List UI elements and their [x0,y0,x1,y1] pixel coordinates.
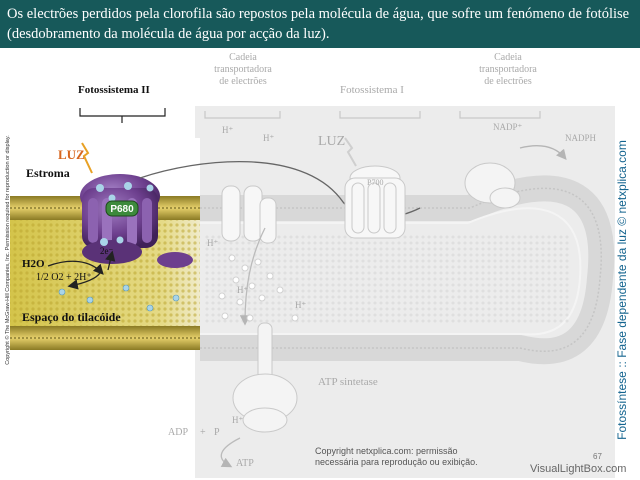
h2o-label: H2O [22,258,45,270]
oxygen-protons-label: 1/2 O2 + 2H⁺ [36,272,92,283]
hplus-label-1: H⁺ [222,125,234,135]
watermark: VisualLightBox.com [530,463,627,475]
estroma-label: Estroma [26,166,70,180]
ferredoxin-reductase-faded [464,162,521,209]
caption-text: Os electrões perdidos pela clorofila são… [7,6,630,42]
nadph-label: NADPH [565,133,597,143]
psii-bracket [79,108,166,123]
water-split-arrow [47,260,104,275]
proton-dots [58,284,180,312]
atp-synthase-faded [232,322,298,433]
nadp-label: NADP⁺ [493,122,523,132]
p680-center: P680 [105,200,139,217]
thylakoid-diagram: P680 [10,106,615,478]
hplus-label-5: H⁺ [295,300,307,310]
luz-label-faded: LUZ [318,134,346,149]
cytochrome-complex-faded [221,185,277,244]
plus-label: + [200,427,206,438]
psii-title: Fotossistema II [78,84,150,96]
page-number: 67 [593,452,602,461]
atp-synthase-label: ATP sintetase [318,376,378,388]
adp-label: ADP [168,427,189,438]
lumen-label: Espaço do tilacóide [22,310,121,324]
hplus-label-4: H⁺ [237,285,249,295]
proton-dots-faded [218,254,299,322]
mcgraw-copyright: Copyright © The McGraw-Hill Companies, I… [5,135,11,365]
netxplica-notice: Copyright netxplica.com: permissão neces… [315,446,478,467]
atp-label: ATP [236,458,254,469]
faded-membrane [200,175,615,365]
luz-label: LUZ [58,147,85,162]
electrons-label: 2e⁻ [100,246,114,256]
hplus-label-2: H⁺ [263,133,275,143]
hplus-label-6: H⁺ [232,415,244,425]
light-bolt-icon [81,142,93,174]
photosystem-i-faded [344,165,406,239]
psi-title: Fotossistema I [340,84,404,96]
phosphate-label: P [214,427,220,438]
p700-label: P700 [367,178,384,187]
netxplica-credit: Fotossíntese :: Fase dependente da luz ©… [615,140,629,440]
lower-membrane [10,326,200,350]
hplus-label-3: H⁺ [207,238,219,248]
caption-banner: Os electrões perdidos pela clorofila são… [0,0,640,48]
p680-label: P680 [110,204,134,215]
